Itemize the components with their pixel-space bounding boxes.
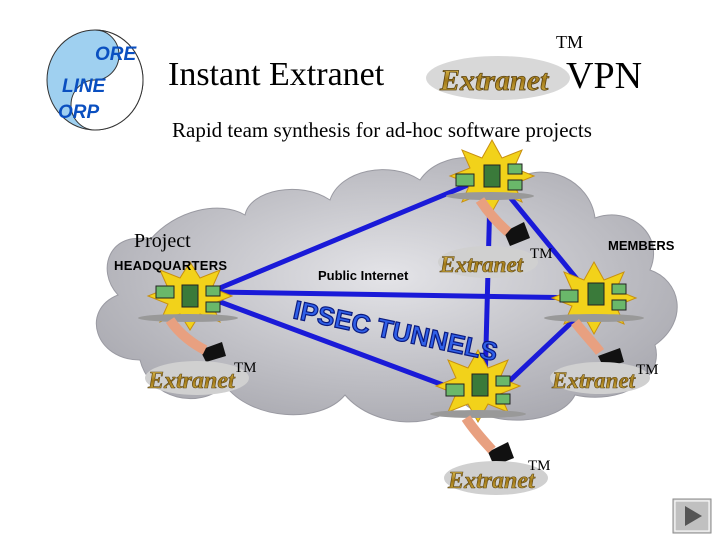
tunnel-hq-top: [214, 177, 481, 293]
play-next-icon: [672, 498, 712, 534]
logo-word-line: LINE: [62, 76, 107, 97]
title-vpn: VPN: [566, 55, 643, 97]
trademark-hq-site: TM: [234, 360, 257, 376]
trademark-top-site: TM: [530, 246, 553, 262]
site-logo-right: Extranet: [551, 368, 636, 393]
site-logo-bottom: Extranet: [447, 468, 536, 494]
site-logo-hq: Extranet: [147, 368, 236, 394]
project-label: Project: [134, 230, 191, 252]
header-logo-text: Extranet: [439, 64, 550, 97]
logo-word-ore: ORE: [95, 44, 138, 65]
tunnel-hq-bottom: [214, 297, 471, 398]
page-title: Instant Extranet: [168, 56, 385, 93]
public-internet-label: Public Internet: [318, 268, 409, 283]
trademark-mark: TM: [556, 32, 583, 52]
site-headquarters: [138, 261, 238, 362]
tunnel-hq-right: [214, 289, 591, 301]
next-slide-button[interactable]: [672, 498, 712, 534]
logo-word-orp: ORP: [58, 102, 100, 123]
headquarters-label: HEADQUARTERS: [114, 258, 228, 273]
site-right: [544, 260, 644, 368]
page-subtitle: Rapid team synthesis for ad-hoc software…: [172, 118, 592, 142]
site-top: [446, 138, 536, 246]
trademark-right-site: TM: [636, 362, 659, 378]
header-extranet-logo: Extranet: [426, 56, 570, 100]
site-logos: Extranet Extranet Extranet Extranet: [145, 246, 650, 495]
tunnel-top-bottom: [482, 194, 493, 386]
members-label: MEMBERS: [608, 238, 675, 253]
site-bottom: [430, 348, 526, 466]
site-logo-top: Extranet: [439, 252, 524, 277]
orp-logo: ORE LINE ORP: [46, 29, 144, 131]
trademark-bottom-site: TM: [528, 458, 551, 474]
